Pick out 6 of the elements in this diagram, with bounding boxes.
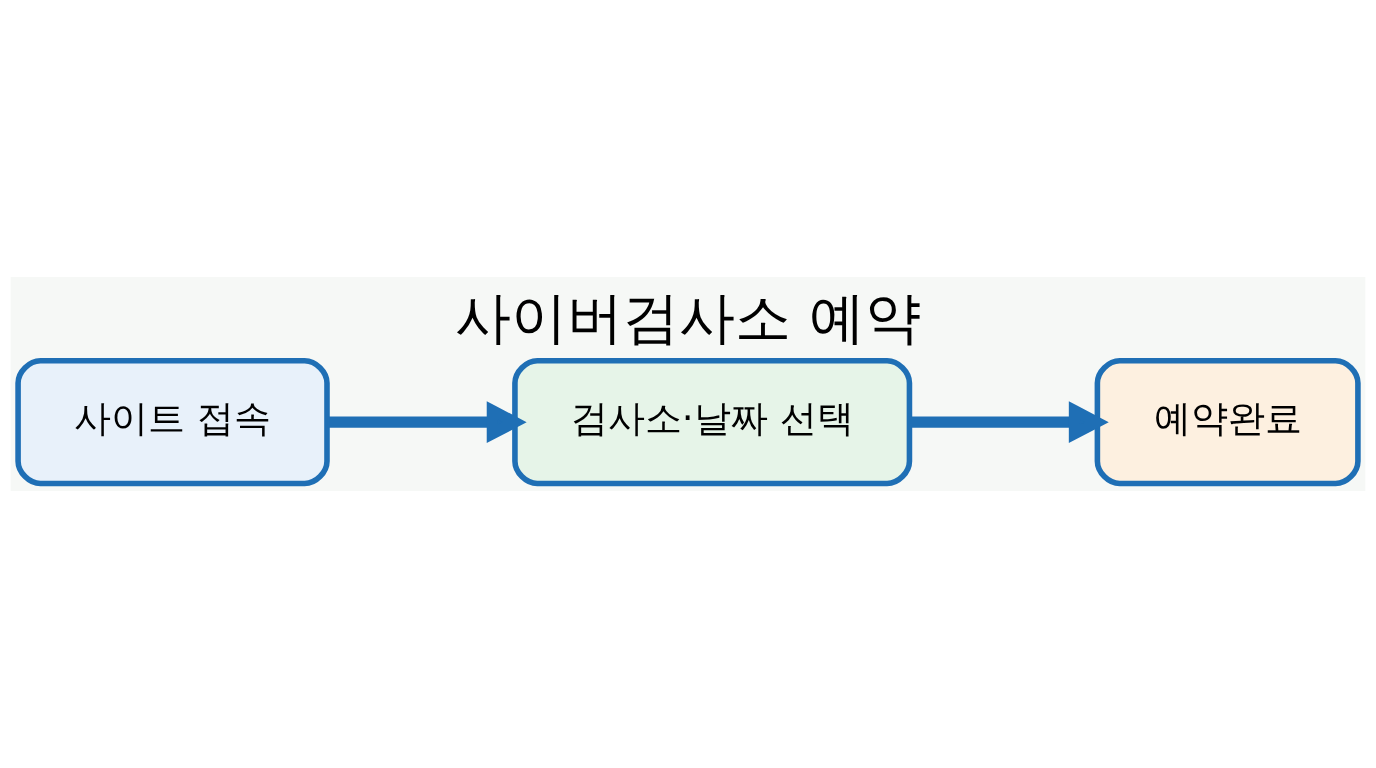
- node-box: 예약완료: [1094, 357, 1361, 487]
- arrow: [909, 401, 1109, 444]
- node-box: 사이트 접속: [15, 357, 330, 487]
- diagram-title: 사이버검사소 예약: [455, 284, 921, 350]
- arrow: [327, 401, 527, 444]
- node-box: 검사소·날짜 선택: [512, 357, 913, 487]
